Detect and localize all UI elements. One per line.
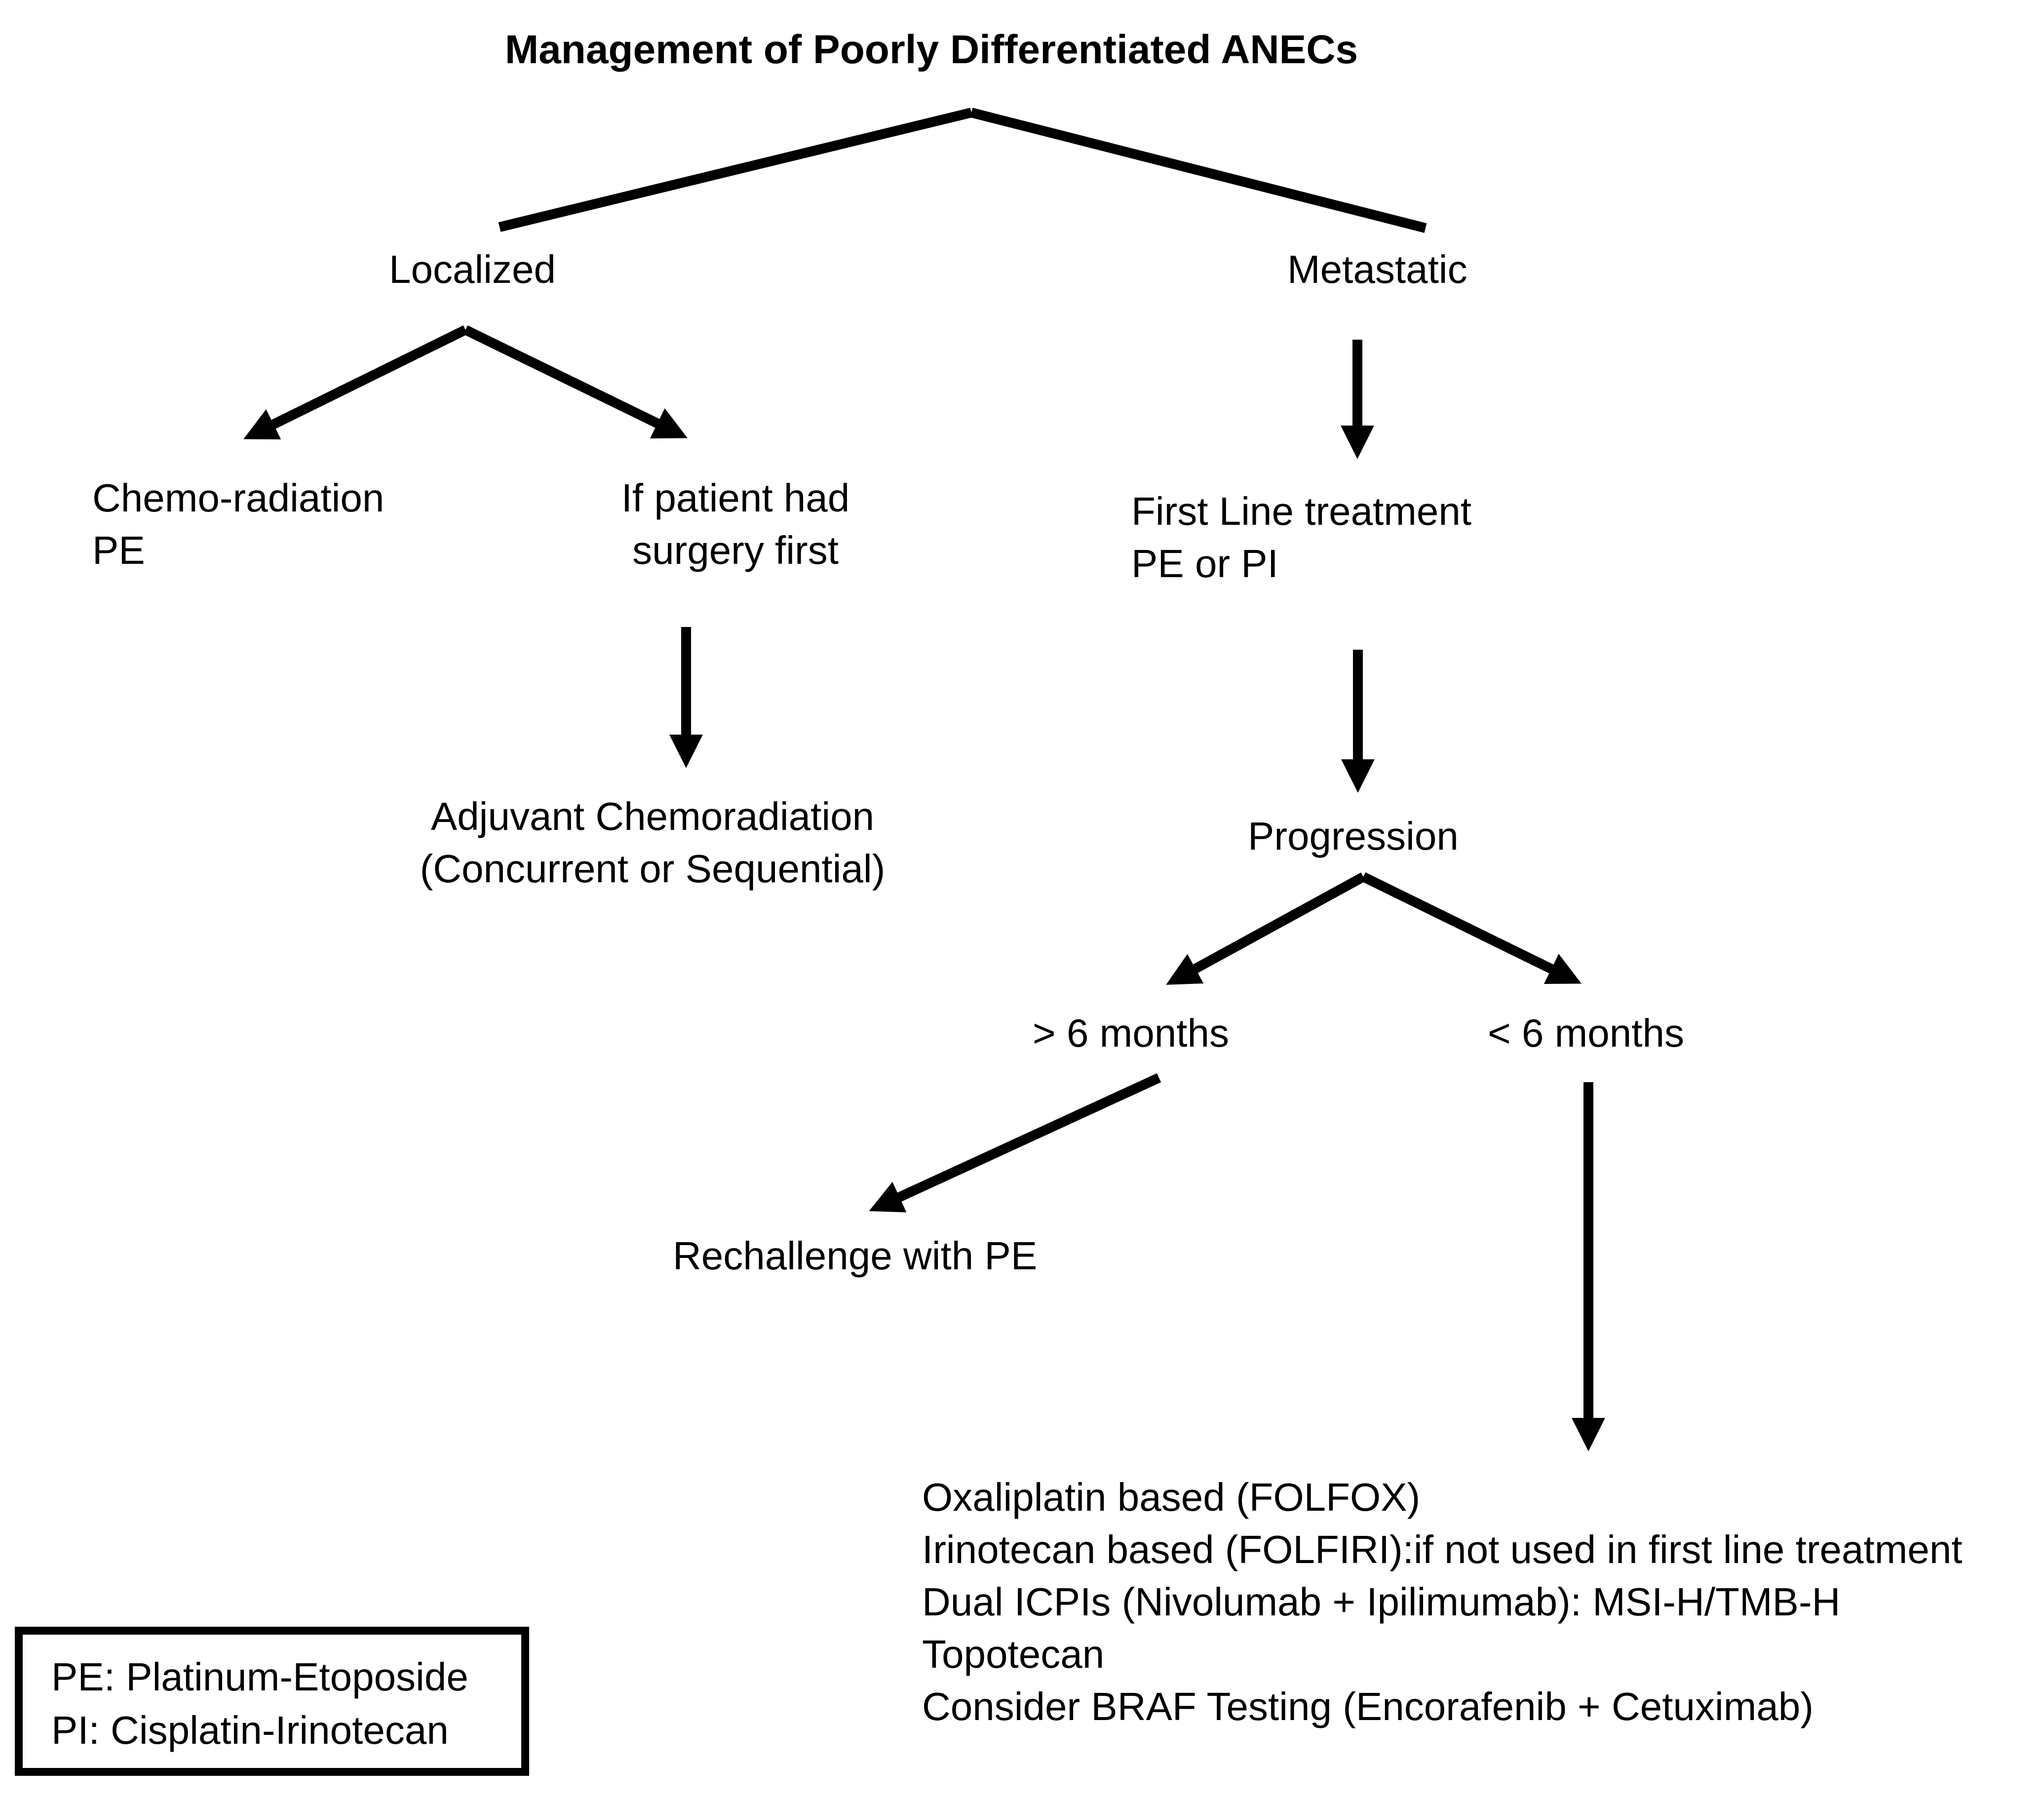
node-first-line-treatment-line2: PE or PI bbox=[1131, 542, 1278, 586]
node-localized: Localized bbox=[389, 247, 556, 291]
node-adjuvant-chemoradiation: Adjuvant Chemoradiation (Concurrent or S… bbox=[406, 790, 899, 895]
node-adjuvant-chemoradiation-line1: Adjuvant Chemoradiation bbox=[430, 794, 875, 838]
node-first-line-treatment-line1: First Line treatment bbox=[1131, 489, 1472, 533]
node-gt-6-months: > 6 months bbox=[1033, 1011, 1230, 1055]
edge-progression-to-gt6 bbox=[1166, 872, 1366, 985]
node-first-line-treatment: First Line treatment PE or PI bbox=[1131, 485, 1471, 590]
node-metastatic: Metastatic bbox=[1287, 247, 1467, 291]
node-progression: Progression bbox=[1248, 814, 1459, 858]
edge-progression-to-lt6 bbox=[1361, 872, 1581, 984]
diagram-title: Management of Poorly Differentiated ANEC… bbox=[504, 27, 1358, 72]
edge-root-to-metastatic bbox=[970, 108, 1427, 233]
node-chemo-radiation-line2: PE bbox=[92, 528, 145, 572]
second-line-option: Irinotecan based (FOLFIRI):if not used i… bbox=[922, 1528, 1963, 1571]
edge-gt6-to-rechallenge bbox=[869, 1073, 1161, 1213]
node-surgery-first-line2: surgery first bbox=[632, 528, 839, 572]
node-chemo-radiation-line1: Chemo-radiation bbox=[92, 476, 385, 520]
edge-root-to-localized bbox=[498, 108, 973, 232]
second-line-option: Oxaliplatin based (FOLFOX) bbox=[922, 1475, 1421, 1519]
abbreviation-legend: PE: Platinum-Etoposide PI: Cisplatin-Iri… bbox=[15, 1627, 529, 1776]
legend-pe-definition: PE: Platinum-Etoposide bbox=[51, 1655, 468, 1699]
second-line-option: Consider BRAF Testing (Encorafenib + Cet… bbox=[922, 1684, 1814, 1728]
node-chemo-radiation: Chemo-radiation PE bbox=[92, 472, 384, 577]
edge-localized-to-surgery-first bbox=[463, 325, 688, 439]
second-line-option: Topotecan bbox=[922, 1632, 1105, 1676]
node-surgery-first-line1: If patient had bbox=[621, 476, 850, 520]
node-adjuvant-chemoradiation-line2: (Concurrent or Sequential) bbox=[420, 847, 886, 891]
edge-localized-to-chemoradiation bbox=[243, 325, 468, 439]
node-lt-6-months: < 6 months bbox=[1488, 1011, 1685, 1055]
node-rechallenge-with-pe: Rechallenge with PE bbox=[673, 1234, 1038, 1278]
node-second-line-options: Oxaliplatin based (FOLFOX) Irinotecan ba… bbox=[922, 1471, 1963, 1733]
second-line-option: Dual ICPIs (Nivolumab + Ipilimumab): MSI… bbox=[922, 1580, 1841, 1624]
node-surgery-first: If patient had surgery first bbox=[612, 472, 859, 577]
legend-pi-definition: PI: Cisplatin-Irinotecan bbox=[51, 1708, 449, 1752]
